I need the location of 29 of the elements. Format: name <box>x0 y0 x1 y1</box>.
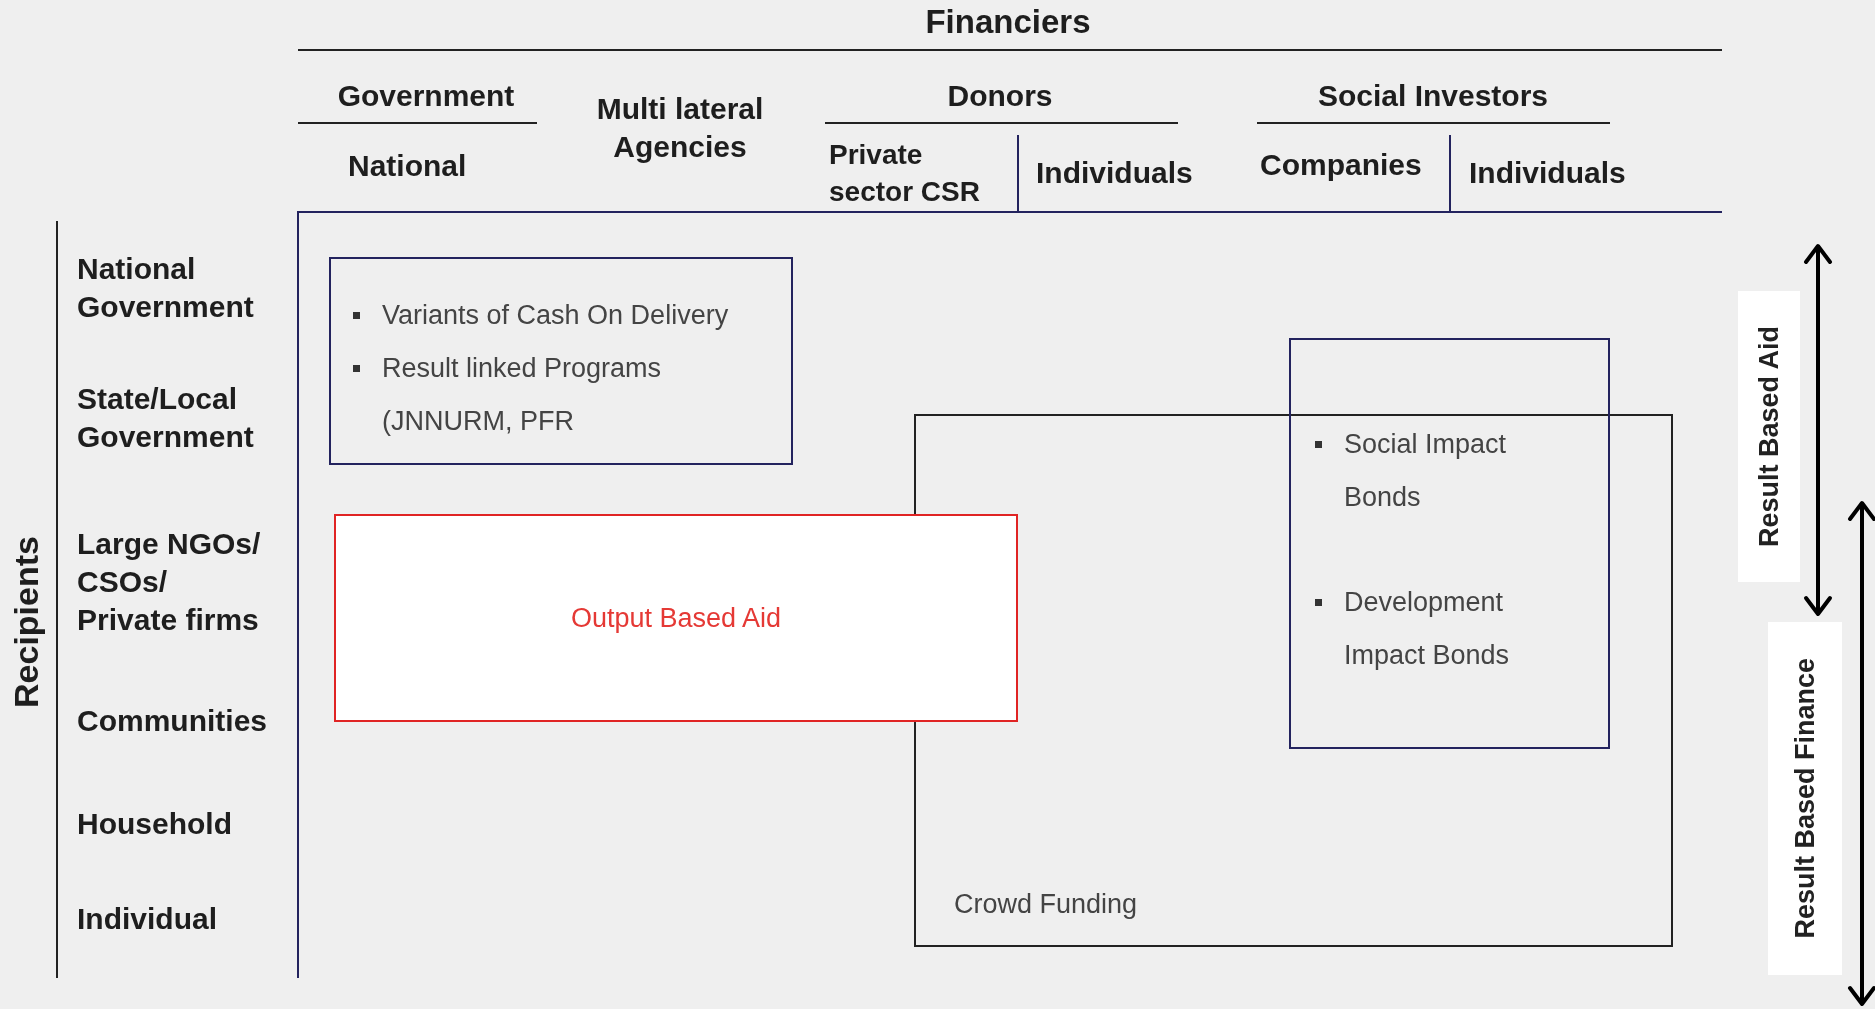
axis-label: Recipients <box>8 536 44 708</box>
header-label: Individuals <box>1469 155 1626 191</box>
header-label: Large NGOs/ CSOs/ Private firms <box>77 526 262 638</box>
box-label: Crowd Funding <box>954 888 1138 921</box>
header-label: Household <box>77 806 232 842</box>
header-label: Companies <box>1260 147 1422 183</box>
bullet-text: Development Impact Bonds <box>1344 586 1511 672</box>
scheme-box <box>329 257 793 465</box>
header-label: Multi lateral Agencies <box>595 91 765 165</box>
bullet-text: Variants of Cash On Delivery <box>382 299 730 332</box>
header-label: Individual <box>77 901 217 937</box>
header-label: Communities <box>77 703 268 739</box>
header-label: Private sector CSR <box>829 138 981 209</box>
header-label: National Government <box>77 251 255 325</box>
box-label: Result Based Finance <box>1789 658 1821 939</box>
header-label: Social Investors <box>1317 78 1549 114</box>
header-label: Financiers <box>925 4 1091 40</box>
header-label: State/Local Government <box>77 381 255 455</box>
bullet-text: Result linked Programs (JNNURM, PFR <box>382 352 663 438</box>
scheme-box <box>334 514 1018 722</box>
box-label: Result Based Aid <box>1753 325 1785 548</box>
header-label: National <box>348 148 467 184</box>
box-label: Output Based Aid <box>570 601 782 635</box>
header-label: Donors <box>947 78 1053 114</box>
header-label: Government <box>337 78 515 114</box>
scheme-box <box>914 414 1673 947</box>
header-label: Individuals <box>1036 155 1193 191</box>
bullet-text: Social Impact Bonds <box>1344 428 1508 514</box>
scheme-box <box>1289 338 1610 749</box>
